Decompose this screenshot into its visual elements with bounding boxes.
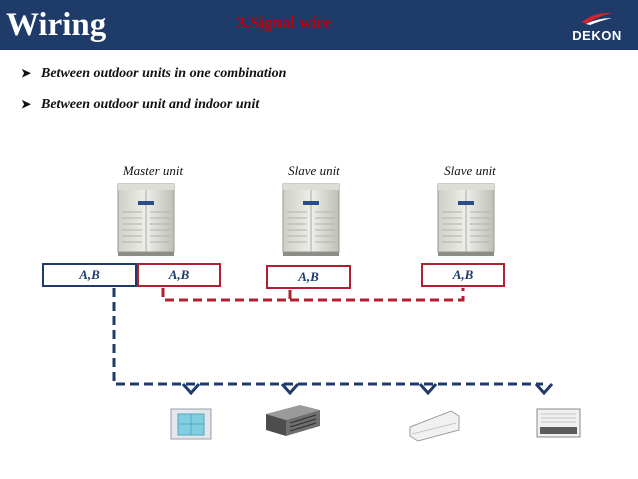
indoor-branch-arrows: [181, 383, 554, 396]
outdoor-signal-wire: [161, 288, 465, 302]
slave-outdoor-unit-icon: [437, 183, 495, 256]
bullet-text: Between outdoor units in one combination: [41, 66, 287, 81]
dekon-logo: DEKON: [566, 10, 628, 44]
terminal-master-indoor: A,B: [42, 263, 137, 287]
header-bar: Wiring 3.Signal wire DEKON: [0, 0, 638, 50]
slave-unit-label-2: Slave unit: [444, 163, 496, 178]
ducted-unit-icon: [266, 405, 320, 436]
indoor-signal-wire: [112, 288, 543, 386]
master-outdoor-unit-icon: [117, 183, 175, 256]
logo-swoosh-icon: [582, 12, 612, 25]
bullet-outdoor-indoor: ➤ Between outdoor unit and indoor unit: [21, 95, 259, 114]
bullet-arrow-icon: ➤: [21, 66, 32, 80]
terminal-slave-2: A,B: [421, 263, 505, 287]
logo-text: DEKON: [572, 28, 622, 43]
section-title: 3.Signal wire: [237, 13, 332, 32]
cassette-unit-icon: [170, 408, 212, 440]
terminal-slave-1: A,B: [266, 265, 351, 289]
master-unit-label: Master unit: [122, 163, 184, 178]
wall-mounted-unit-icon: [409, 410, 460, 442]
ceiling-unit-icon: [536, 408, 581, 438]
terminal-master-outdoor: A,B: [137, 263, 221, 287]
page-title: Wiring: [6, 7, 107, 43]
slave-unit-label-1: Slave unit: [288, 163, 340, 178]
slave-outdoor-unit-icon: [282, 183, 340, 256]
bullet-text: Between outdoor unit and indoor unit: [41, 97, 260, 112]
bullet-arrow-icon: ➤: [21, 97, 32, 111]
bullet-outdoor-combination: ➤ Between outdoor units in one combinatio…: [21, 64, 286, 83]
